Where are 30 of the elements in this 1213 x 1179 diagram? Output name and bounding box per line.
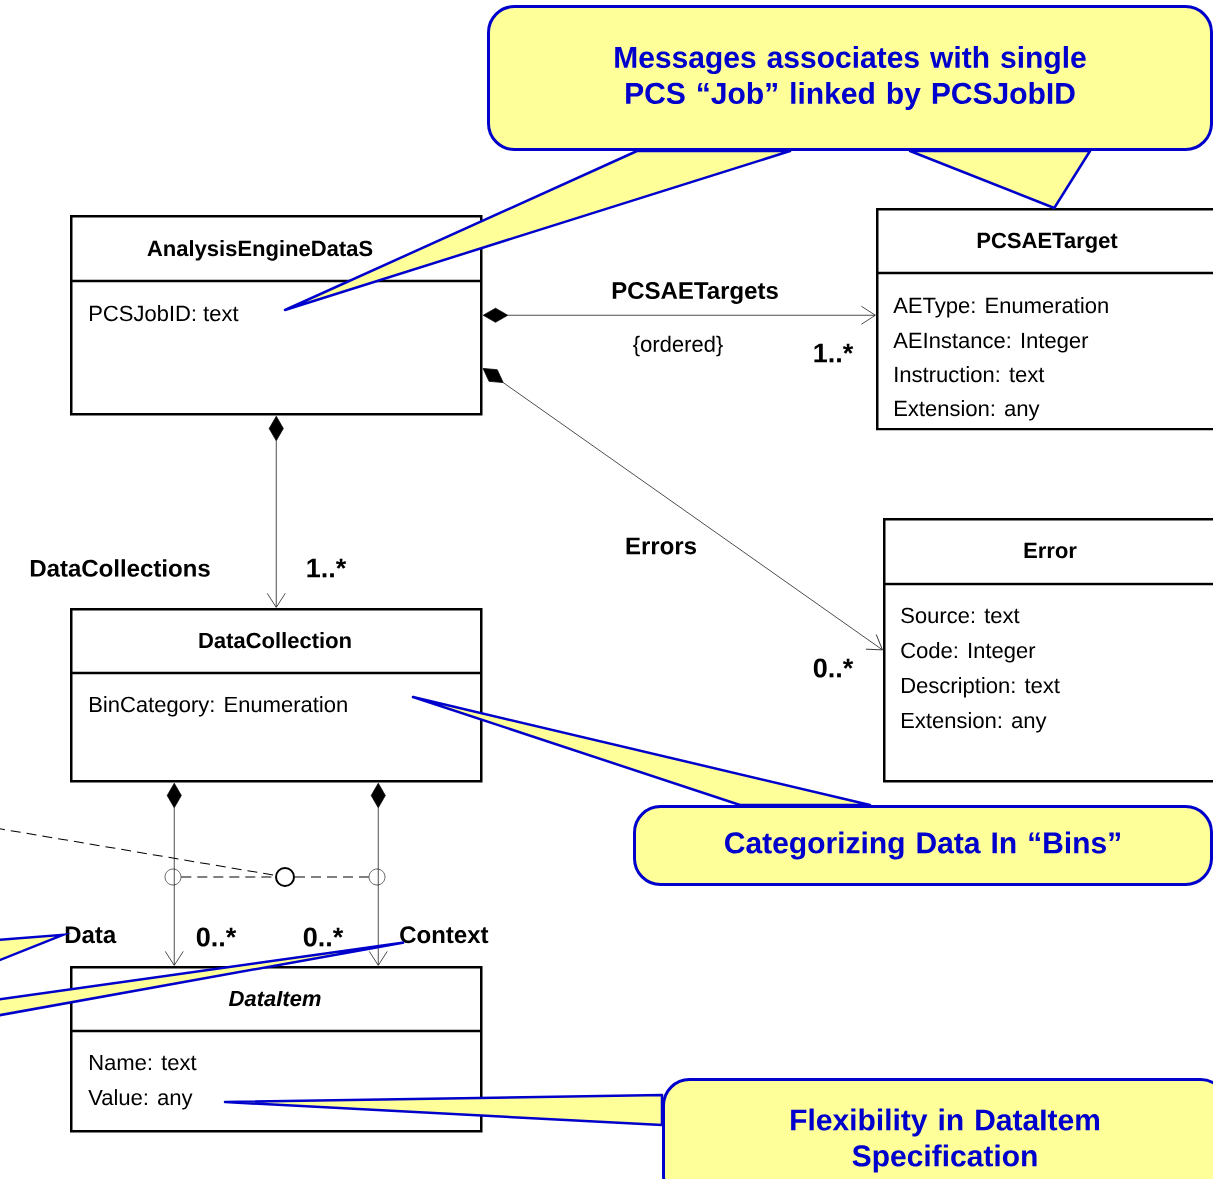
callout-pointer [223,1093,664,1127]
constraint-circle [368,868,386,886]
callout-pointer [908,149,1092,210]
association-arrow [482,368,883,651]
callout-box: Flexibility in DataItem Specification [662,1078,1213,1179]
constraint-text: {ordered} [633,335,723,357]
role-name: Context [400,926,489,944]
edge-label: PCSAETargets [610,281,780,305]
role-name: Data [65,926,117,944]
edge-label: Errors [624,536,698,556]
association-arrow [266,415,286,608]
multiplicity: 1..* [307,558,347,578]
callout-pointer [0,933,72,964]
association-arrow [164,782,184,966]
constraint-circle [275,867,295,887]
multiplicity: 0..* [813,658,854,678]
callout-pointer [0,941,406,1018]
association-arrow [482,305,876,325]
association-arrow [368,782,388,966]
class-box: PCSAETarget AEType: Enumeration AEInstance: Integer Instruction: text Extension: any [876,208,1213,431]
dashed-line [294,876,370,878]
class-box: DataCollection BinCategory: Enumeration [70,608,483,783]
callout-box: Categorizing Data In “Bins” [633,805,1213,886]
callout-pointer [283,149,792,312]
multiplicity: 0..* [196,927,237,947]
callout-pointer [411,695,872,807]
multiplicity: 0..* [303,927,344,947]
constraint-circle [164,868,182,886]
edge-label: DataCollections [28,558,212,578]
class-box: Error Source: text Code: Integer Description: text Extension: any [883,518,1213,783]
